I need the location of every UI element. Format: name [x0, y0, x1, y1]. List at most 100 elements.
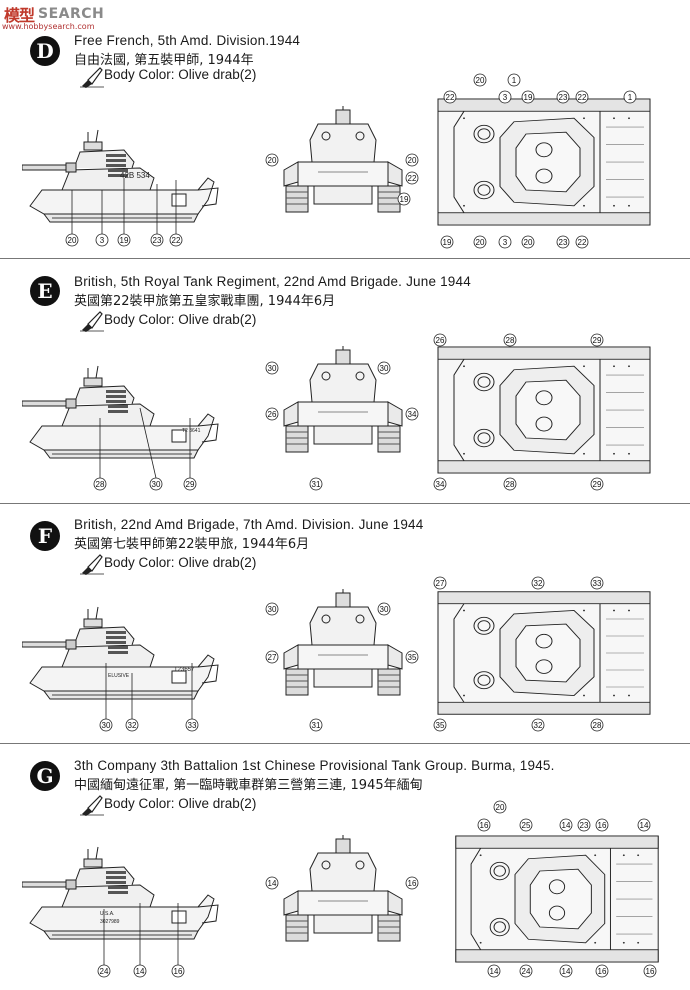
scheme-g: G 3th Company 3th Battalion 1st Chinese … — [0, 743, 690, 990]
watermark-text: SEARCH — [38, 6, 105, 22]
hull-marking: ELUSIVE — [108, 673, 130, 679]
callout: 22 — [172, 236, 181, 245]
callout: 27 — [268, 653, 277, 662]
scheme-title-zh: 自由法國, 第五裝甲師, 1944年 — [74, 53, 254, 68]
callout: 20 — [268, 156, 277, 165]
callout: 30 — [102, 721, 111, 730]
callout: 20 — [496, 803, 505, 812]
callout: 33 — [188, 721, 197, 730]
callout: 29 — [593, 480, 602, 489]
scheme-title-zh: 英國第七裝甲師第22裝甲旅, 1944年6月 — [74, 537, 310, 552]
hull-marking: T23657 — [174, 667, 195, 673]
callout: 16 — [174, 967, 183, 976]
callout: 28 — [506, 480, 515, 489]
hull-marking: U.S.A. — [100, 911, 114, 917]
scheme-letter-badge: E — [30, 276, 60, 306]
body-color-label: Body Color: Olive drab(2) — [104, 67, 257, 82]
callout: 22 — [578, 238, 587, 247]
callout: 14 — [268, 879, 277, 888]
callout: 24 — [522, 967, 531, 976]
scheme-letter-badge: F — [30, 521, 60, 551]
callout: 23 — [559, 238, 568, 247]
callouts: 28 30 29 30 30 26 34 31 26 28 29 34 28 2… — [93, 333, 604, 491]
callout: 28 — [593, 721, 602, 730]
scheme-f: F British, 22nd Amd Brigade, 7th Amd. Di… — [0, 503, 690, 743]
callout: 3 — [503, 238, 508, 247]
callout: 23 — [153, 236, 162, 245]
callout: 16 — [480, 821, 489, 830]
callout: 31 — [312, 721, 321, 730]
hull-marking: 3027989 — [100, 919, 120, 925]
callout: 28 — [96, 480, 105, 489]
callout: 32 — [534, 721, 543, 730]
callout: 24 — [100, 967, 109, 976]
callout: 33 — [593, 579, 602, 588]
callout: 19 — [443, 238, 452, 247]
section-divider — [0, 743, 690, 744]
callout: 19 — [120, 236, 129, 245]
callout: 20 — [476, 76, 485, 85]
callout: 29 — [593, 336, 602, 345]
callout: 3 — [100, 236, 105, 245]
callout: 32 — [128, 721, 137, 730]
callout: 26 — [436, 336, 445, 345]
callout: 14 — [640, 821, 649, 830]
side-view: 42B 534 — [22, 129, 219, 223]
section-divider — [0, 503, 690, 504]
callout: 29 — [186, 480, 195, 489]
section-divider — [0, 258, 690, 259]
side-view: T2 3641 — [22, 365, 219, 459]
side-view: U.S.A. 3027989 — [22, 846, 219, 940]
scheme-title-en: 3th Company 3th Battalion 1st Chinese Pr… — [74, 758, 555, 773]
callout: 30 — [268, 605, 277, 614]
body-color-label: Body Color: Olive drab(2) — [104, 555, 257, 570]
callout: 16 — [646, 967, 655, 976]
callout: 16 — [598, 967, 607, 976]
hull-marking: T2 3641 — [182, 428, 201, 434]
callout: 3 — [503, 93, 508, 102]
watermark: 模型 SEARCH — [4, 2, 104, 26]
callout: 25 — [522, 821, 531, 830]
callout: 30 — [152, 480, 161, 489]
watermark-url: www.hobbysearch.com — [2, 22, 95, 31]
callout: 28 — [506, 336, 515, 345]
callout: 20 — [476, 238, 485, 247]
callouts: 24 14 16 14 16 16 20 25 14 23 16 14 14 2… — [97, 800, 657, 978]
callout: 16 — [598, 821, 607, 830]
callout: 1 — [628, 93, 633, 102]
callout: 14 — [490, 967, 499, 976]
callout: 14 — [562, 821, 571, 830]
scheme-letter-badge: D — [30, 36, 60, 66]
hull-marking: 42B 534 — [120, 171, 150, 180]
callout: 35 — [436, 721, 445, 730]
callouts: 30 32 33 30 30 27 35 31 27 32 33 35 32 2… — [99, 576, 604, 732]
callout: 1 — [512, 76, 517, 85]
callout: 31 — [312, 480, 321, 489]
callout: 34 — [408, 410, 417, 419]
callout: 30 — [380, 364, 389, 373]
body-color-label: Body Color: Olive drab(2) — [104, 796, 257, 811]
scheme-title-en: British, 5th Royal Tank Regiment, 22nd A… — [74, 274, 471, 289]
callout: 30 — [380, 605, 389, 614]
callout: 20 — [68, 236, 77, 245]
callout: 34 — [436, 480, 445, 489]
scheme-e: E British, 5th Royal Tank Regiment, 22nd… — [0, 258, 690, 503]
watermark-logo: 模型 — [4, 6, 35, 25]
body-color-label: Body Color: Olive drab(2) — [104, 312, 257, 327]
callout: 14 — [136, 967, 145, 976]
callout: 19 — [400, 195, 409, 204]
callout: 23 — [580, 821, 589, 830]
callout: 30 — [268, 364, 277, 373]
callout: 35 — [408, 653, 417, 662]
callout: 22 — [578, 93, 587, 102]
callout: 22 — [408, 174, 417, 183]
scheme-title-zh: 英國第22裝甲旅第五皇家戰車團, 1944年6月 — [74, 294, 336, 309]
scheme-letter-badge: G — [30, 761, 60, 791]
callout: 32 — [534, 579, 543, 588]
callout: 20 — [408, 156, 417, 165]
callout: 27 — [436, 579, 445, 588]
callout: 16 — [408, 879, 417, 888]
callout: 20 — [524, 238, 533, 247]
scheme-title-en: Free French, 5th Amd. Division.1944 — [74, 33, 301, 48]
scheme-title-zh: 中國緬甸遠征軍, 第一臨時戰車群第三營第三連, 1945年緬甸 — [74, 778, 423, 793]
